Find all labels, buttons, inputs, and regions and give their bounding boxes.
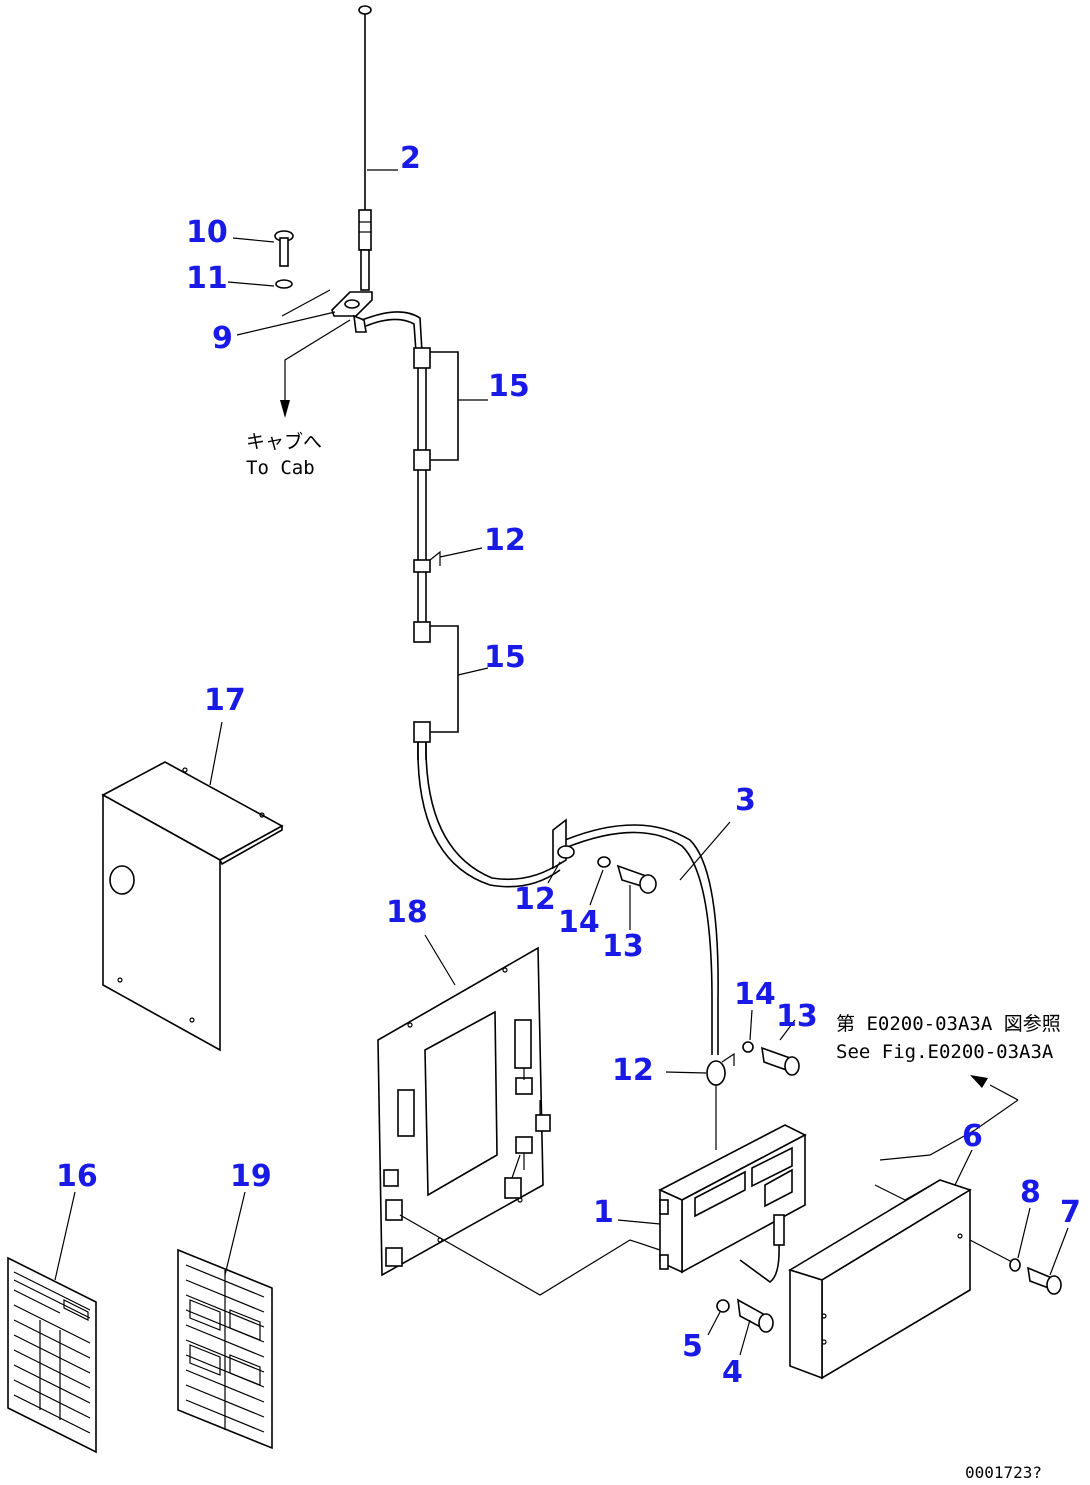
callout-16: 16 <box>56 1159 98 1194</box>
leader-13b <box>779 1019 796 1041</box>
callout-7: 7 <box>1060 1195 1081 1230</box>
see-fig-leader <box>989 1084 1019 1101</box>
bolt-4-part <box>737 1298 774 1333</box>
bolt-7-part <box>1026 1266 1062 1295</box>
leader-19 <box>224 1191 246 1276</box>
callout-19: 19 <box>230 1159 272 1194</box>
see-fig-note-jp: 第 E0200-03A3A 図参照 <box>836 1013 1061 1035</box>
clip-12-lower <box>706 1052 735 1086</box>
to-cab-line <box>284 319 351 402</box>
callout-17: 17 <box>204 683 246 718</box>
cover-17-part <box>101 761 284 1052</box>
to-cab-note-en: To Cab <box>246 457 315 479</box>
see-fig-note-en: See Fig.E0200-03A3A <box>836 1041 1054 1063</box>
washer-5-part <box>716 1299 730 1313</box>
label-19-part <box>177 1248 273 1450</box>
bolt-10-part <box>274 230 294 267</box>
callout-13-upper: 13 <box>602 929 644 964</box>
washer-14-upper <box>597 856 611 868</box>
callout-12-middle: 12 <box>514 882 556 917</box>
callout-12-lower: 12 <box>612 1053 654 1088</box>
bracket-9-part <box>331 291 373 333</box>
callout-11: 11 <box>186 261 228 296</box>
see-fig-arrow-icon <box>970 1075 988 1088</box>
washer-11-part <box>275 279 293 289</box>
leader-11 <box>227 281 275 287</box>
label-16-part <box>7 1256 97 1454</box>
leader-1 <box>617 1219 661 1225</box>
callout-14-upper: 14 <box>558 905 600 940</box>
leader-12c <box>665 1071 707 1074</box>
bolt-axis-line <box>281 289 331 317</box>
cover-6-face-line <box>874 1179 941 1201</box>
leader-15b <box>457 667 489 676</box>
cover-6-part <box>788 1179 972 1380</box>
clip-12-vertical <box>413 550 441 573</box>
antenna-part <box>358 5 372 291</box>
leader-10 <box>232 237 275 243</box>
callout-14-lower: 14 <box>734 977 776 1012</box>
callout-3: 3 <box>735 783 756 818</box>
callout-12-vertical: 12 <box>484 523 526 558</box>
leader-17 <box>209 721 223 786</box>
leader-7 <box>1049 1227 1069 1276</box>
leader-16 <box>54 1191 76 1281</box>
callout-8: 8 <box>1020 1175 1041 1210</box>
document-id: 0001723? <box>965 1463 1042 1482</box>
bolt-13-lower <box>761 1046 800 1076</box>
callout-6: 6 <box>962 1119 983 1154</box>
see-fig-line <box>879 1099 1019 1161</box>
clip-12-middle <box>552 818 575 870</box>
callout-15-upper: 15 <box>488 369 530 404</box>
clamp-15-upper <box>413 347 459 471</box>
washer-8-part <box>1009 1258 1021 1272</box>
leader-12b <box>547 861 561 884</box>
leader-3 <box>679 821 731 881</box>
callout-2: 2 <box>400 141 421 176</box>
callout-15-lower: 15 <box>484 640 526 675</box>
leader-6 <box>954 1149 973 1186</box>
callout-4: 4 <box>722 1355 743 1390</box>
leader-9 <box>236 311 336 336</box>
antenna-cable-part <box>361 311 719 1150</box>
callout-5: 5 <box>682 1329 703 1364</box>
callout-13-lower: 13 <box>776 999 818 1034</box>
leader-12a <box>439 547 483 558</box>
to-cab-note-jp: キャブへ <box>246 430 322 453</box>
callout-9: 9 <box>212 321 233 356</box>
radio-unit-1-part <box>658 1124 807 1283</box>
leader-14b <box>749 1009 753 1041</box>
leader-8 <box>1017 1207 1031 1259</box>
leader-14a <box>589 869 604 906</box>
leader-5 <box>707 1311 721 1336</box>
washer-14-lower <box>742 1041 754 1053</box>
plate-18-part <box>377 946 551 1277</box>
to-cab-arrow-icon <box>280 400 290 418</box>
callout-10: 10 <box>186 215 228 250</box>
bolt-13-upper <box>616 864 657 894</box>
clamp-15-lower <box>413 621 459 743</box>
leader-4 <box>739 1319 751 1356</box>
bolt-axis-line-7 <box>969 1239 1013 1263</box>
plate-to-unit-line <box>399 1214 661 1296</box>
leader-18 <box>424 934 456 986</box>
callout-1: 1 <box>593 1195 614 1230</box>
callout-18: 18 <box>386 895 428 930</box>
